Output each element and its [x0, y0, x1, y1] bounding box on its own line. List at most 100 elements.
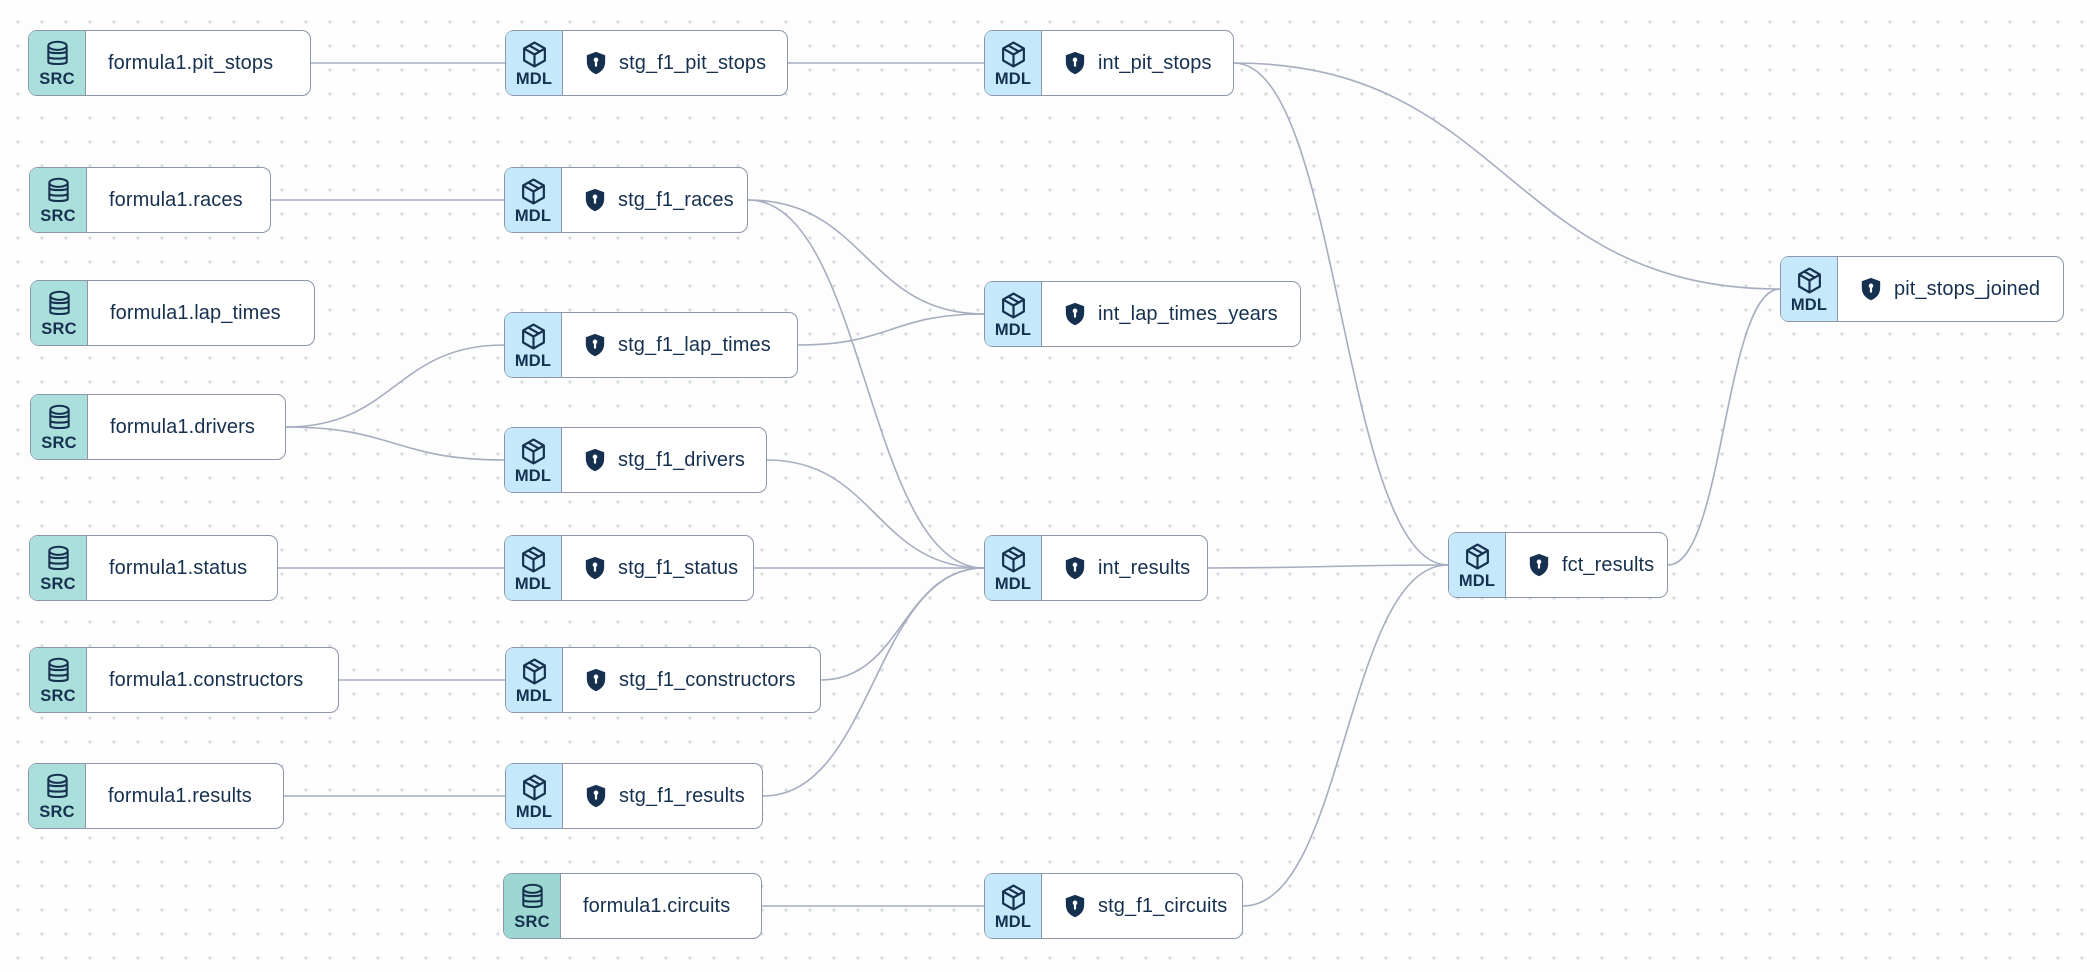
- node-label-area: formula1.results: [86, 764, 283, 828]
- cube-icon: [1001, 41, 1025, 68]
- node-stg_f1_lap_times[interactable]: MDL stg_f1_lap_times: [504, 312, 798, 378]
- node-int_pit_stops[interactable]: MDL int_pit_stops: [984, 30, 1234, 96]
- node-type-badge-label: MDL: [994, 69, 1032, 88]
- node-formula1.races[interactable]: SRC formula1.races: [29, 167, 271, 233]
- node-label: formula1.constructors: [109, 668, 304, 691]
- cube-icon: [1797, 267, 1821, 294]
- node-type-badge-label: SRC: [514, 912, 550, 931]
- shield-icon: [1065, 556, 1085, 580]
- node-type-badge: MDL: [506, 648, 563, 712]
- node-type-badge-label: MDL: [994, 320, 1032, 339]
- node-label: formula1.pit_stops: [108, 51, 274, 74]
- node-type-badge-label: SRC: [40, 574, 76, 593]
- node-type-badge-label: MDL: [514, 206, 552, 225]
- cube-icon: [521, 323, 545, 350]
- shield-icon: [1065, 302, 1085, 326]
- node-label: int_pit_stops: [1098, 51, 1212, 74]
- node-label: formula1.races: [109, 188, 243, 211]
- node-type-badge-label: SRC: [39, 69, 75, 88]
- cube-icon: [1001, 546, 1025, 573]
- node-int_results[interactable]: MDL int_results: [984, 535, 1208, 601]
- node-type-badge: SRC: [504, 874, 561, 938]
- edge-src_drivers-to-stg_drivers: [285, 426, 505, 461]
- node-stg_f1_constructors[interactable]: MDL stg_f1_constructors: [505, 647, 821, 713]
- cube-icon: [522, 658, 546, 685]
- database-icon: [48, 290, 70, 315]
- node-label: int_lap_times_years: [1098, 302, 1278, 325]
- shield-icon: [585, 448, 605, 472]
- cube-icon: [522, 41, 546, 68]
- node-stg_f1_races[interactable]: MDL stg_f1_races: [504, 167, 748, 233]
- node-label-area: formula1.races: [87, 168, 270, 232]
- node-label-area: formula1.pit_stops: [86, 31, 310, 95]
- node-label-area: int_lap_times_years: [1042, 282, 1300, 346]
- edge-stg_drivers-to-int_results: [766, 459, 985, 569]
- edge-stg_constructors-to-int_results: [820, 567, 985, 681]
- node-type-badge-label: MDL: [515, 802, 553, 821]
- node-label: stg_f1_lap_times: [618, 333, 771, 356]
- shield-icon: [585, 188, 605, 212]
- node-label-area: stg_f1_lap_times: [562, 313, 797, 377]
- shield-icon: [586, 51, 606, 75]
- node-stg_f1_status[interactable]: MDL stg_f1_status: [504, 535, 754, 601]
- edge-stg_circuits-to-fct_results: [1242, 564, 1449, 907]
- node-label: formula1.results: [108, 784, 252, 807]
- node-type-badge: SRC: [30, 168, 87, 232]
- node-label: stg_f1_circuits: [1098, 894, 1228, 917]
- node-type-badge: MDL: [505, 168, 562, 232]
- node-type-badge: MDL: [506, 31, 563, 95]
- node-label: pit_stops_joined: [1894, 277, 2041, 300]
- database-icon: [47, 177, 69, 202]
- node-formula1.pit_stops[interactable]: SRC formula1.pit_stops: [28, 30, 311, 96]
- node-type-badge: MDL: [985, 536, 1042, 600]
- shield-icon: [585, 333, 605, 357]
- node-label: formula1.status: [109, 556, 248, 579]
- node-type-badge: MDL: [506, 764, 563, 828]
- node-pit_stops_joined[interactable]: MDL pit_stops_joined: [1780, 256, 2064, 322]
- edge-src_drivers-to-stg_lap_times: [285, 344, 505, 428]
- node-type-badge: MDL: [985, 874, 1042, 938]
- node-stg_f1_pit_stops[interactable]: MDL stg_f1_pit_stops: [505, 30, 788, 96]
- node-label: int_results: [1098, 556, 1191, 579]
- node-label: stg_f1_status: [618, 556, 739, 579]
- node-label-area: formula1.lap_times: [88, 281, 314, 345]
- shield-icon: [586, 668, 606, 692]
- node-label-area: formula1.constructors: [87, 648, 338, 712]
- node-type-badge-label: MDL: [514, 351, 552, 370]
- node-int_lap_times_years[interactable]: MDL int_lap_times_years: [984, 281, 1301, 347]
- node-type-badge-label: SRC: [40, 206, 76, 225]
- shield-icon: [1529, 553, 1549, 577]
- node-stg_f1_results[interactable]: MDL stg_f1_results: [505, 763, 763, 829]
- node-stg_f1_drivers[interactable]: MDL stg_f1_drivers: [504, 427, 767, 493]
- shield-icon: [1065, 51, 1085, 75]
- edge-stg_lap_times-to-int_lap_times_years: [797, 313, 985, 346]
- node-label-area: stg_f1_drivers: [562, 428, 766, 492]
- node-type-badge: MDL: [505, 536, 562, 600]
- database-icon: [47, 545, 69, 570]
- cube-icon: [1001, 884, 1025, 911]
- node-type-badge-label: MDL: [994, 574, 1032, 593]
- node-type-badge: MDL: [505, 428, 562, 492]
- node-stg_f1_circuits[interactable]: MDL stg_f1_circuits: [984, 873, 1243, 939]
- database-icon: [46, 773, 68, 798]
- node-fct_results[interactable]: MDL fct_results: [1448, 532, 1668, 598]
- node-label-area: fct_results: [1506, 533, 1667, 597]
- node-type-badge: MDL: [985, 282, 1042, 346]
- node-label: stg_f1_results: [619, 784, 745, 807]
- cube-icon: [521, 546, 545, 573]
- node-type-badge-label: MDL: [515, 686, 553, 705]
- node-label: formula1.lap_times: [110, 301, 281, 324]
- edge-stg_results-to-int_results: [762, 567, 985, 797]
- node-type-badge-label: MDL: [1458, 571, 1496, 590]
- node-label-area: stg_f1_pit_stops: [563, 31, 787, 95]
- node-label-area: stg_f1_races: [562, 168, 747, 232]
- node-formula1.status[interactable]: SRC formula1.status: [29, 535, 278, 601]
- edge-int_pit_stops-to-fct_results: [1233, 62, 1449, 566]
- node-type-badge-label: MDL: [1790, 295, 1828, 314]
